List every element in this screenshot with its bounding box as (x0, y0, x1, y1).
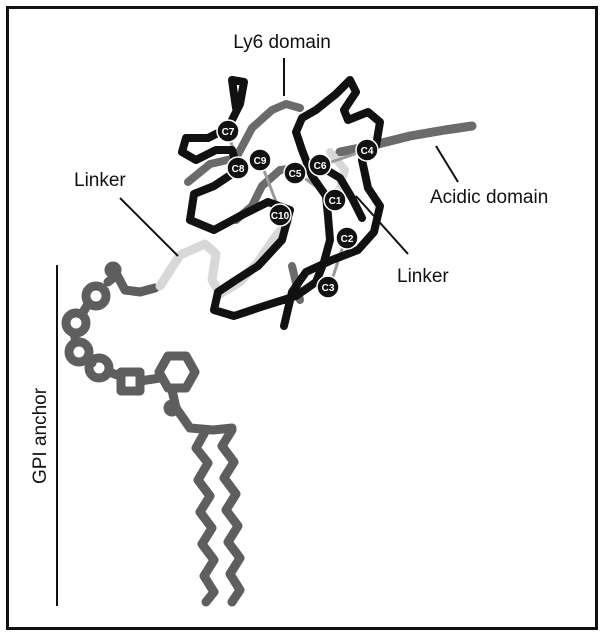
cysteine-node-c8: C8 (226, 156, 250, 180)
svg-text:C9: C9 (254, 156, 267, 167)
svg-text:C8: C8 (232, 164, 245, 175)
linker-left-label: Linker (74, 170, 126, 191)
gpi-node (163, 399, 181, 417)
svg-text:C6: C6 (314, 161, 327, 172)
cysteine-node-c2: C2 (335, 226, 359, 250)
svg-text:C2: C2 (341, 234, 354, 245)
cysteine-node-c1: C1 (323, 188, 347, 212)
svg-text:C10: C10 (271, 211, 290, 222)
gpi-glycan-link (135, 373, 165, 386)
ly6-backbone (178, 76, 384, 330)
gpi-glycan-ring (81, 281, 111, 311)
svg-text:C1: C1 (329, 196, 342, 207)
gpi-lipid-chain-left (191, 427, 219, 607)
acidic-domain-label: Acidic domain (430, 187, 548, 208)
cysteine-node-c5: C5 (283, 161, 307, 185)
gpi-lipid-chain-right (217, 425, 245, 607)
acidic-domain-leader (435, 145, 459, 183)
ly6-domain-label: Ly6 domain (233, 32, 331, 53)
cysteine-node-c7: C7 (216, 119, 240, 143)
cysteine-node-c10: C10 (268, 203, 292, 227)
svg-text:C5: C5 (289, 169, 302, 180)
linker-right-label: Linker (397, 266, 449, 287)
gpi-glycan-link (69, 299, 125, 381)
linker-left-leader (119, 197, 179, 257)
linker-left-chain (155, 217, 293, 299)
cysteine-nodes: C1 C2 C3 C4 C5 C6 C7 C8 (216, 119, 379, 299)
cysteine-node-c9: C9 (248, 148, 272, 172)
gpi-lipid-stem (167, 385, 237, 435)
gpi-anchor (61, 261, 245, 607)
cysteine-node-c6: C6 (308, 153, 332, 177)
cysteine-node-c3: C3 (316, 275, 340, 299)
gpi-node (104, 261, 122, 279)
gpi-anchor-label: GPI anchor (30, 387, 51, 484)
cysteine-node-c4: C4 (355, 138, 379, 162)
svg-text:C4: C4 (361, 146, 374, 157)
gpi-hexagon-unit (154, 351, 200, 393)
linker-right-leader (355, 195, 409, 255)
svg-text:C3: C3 (322, 283, 335, 294)
svg-text:C7: C7 (222, 127, 235, 138)
